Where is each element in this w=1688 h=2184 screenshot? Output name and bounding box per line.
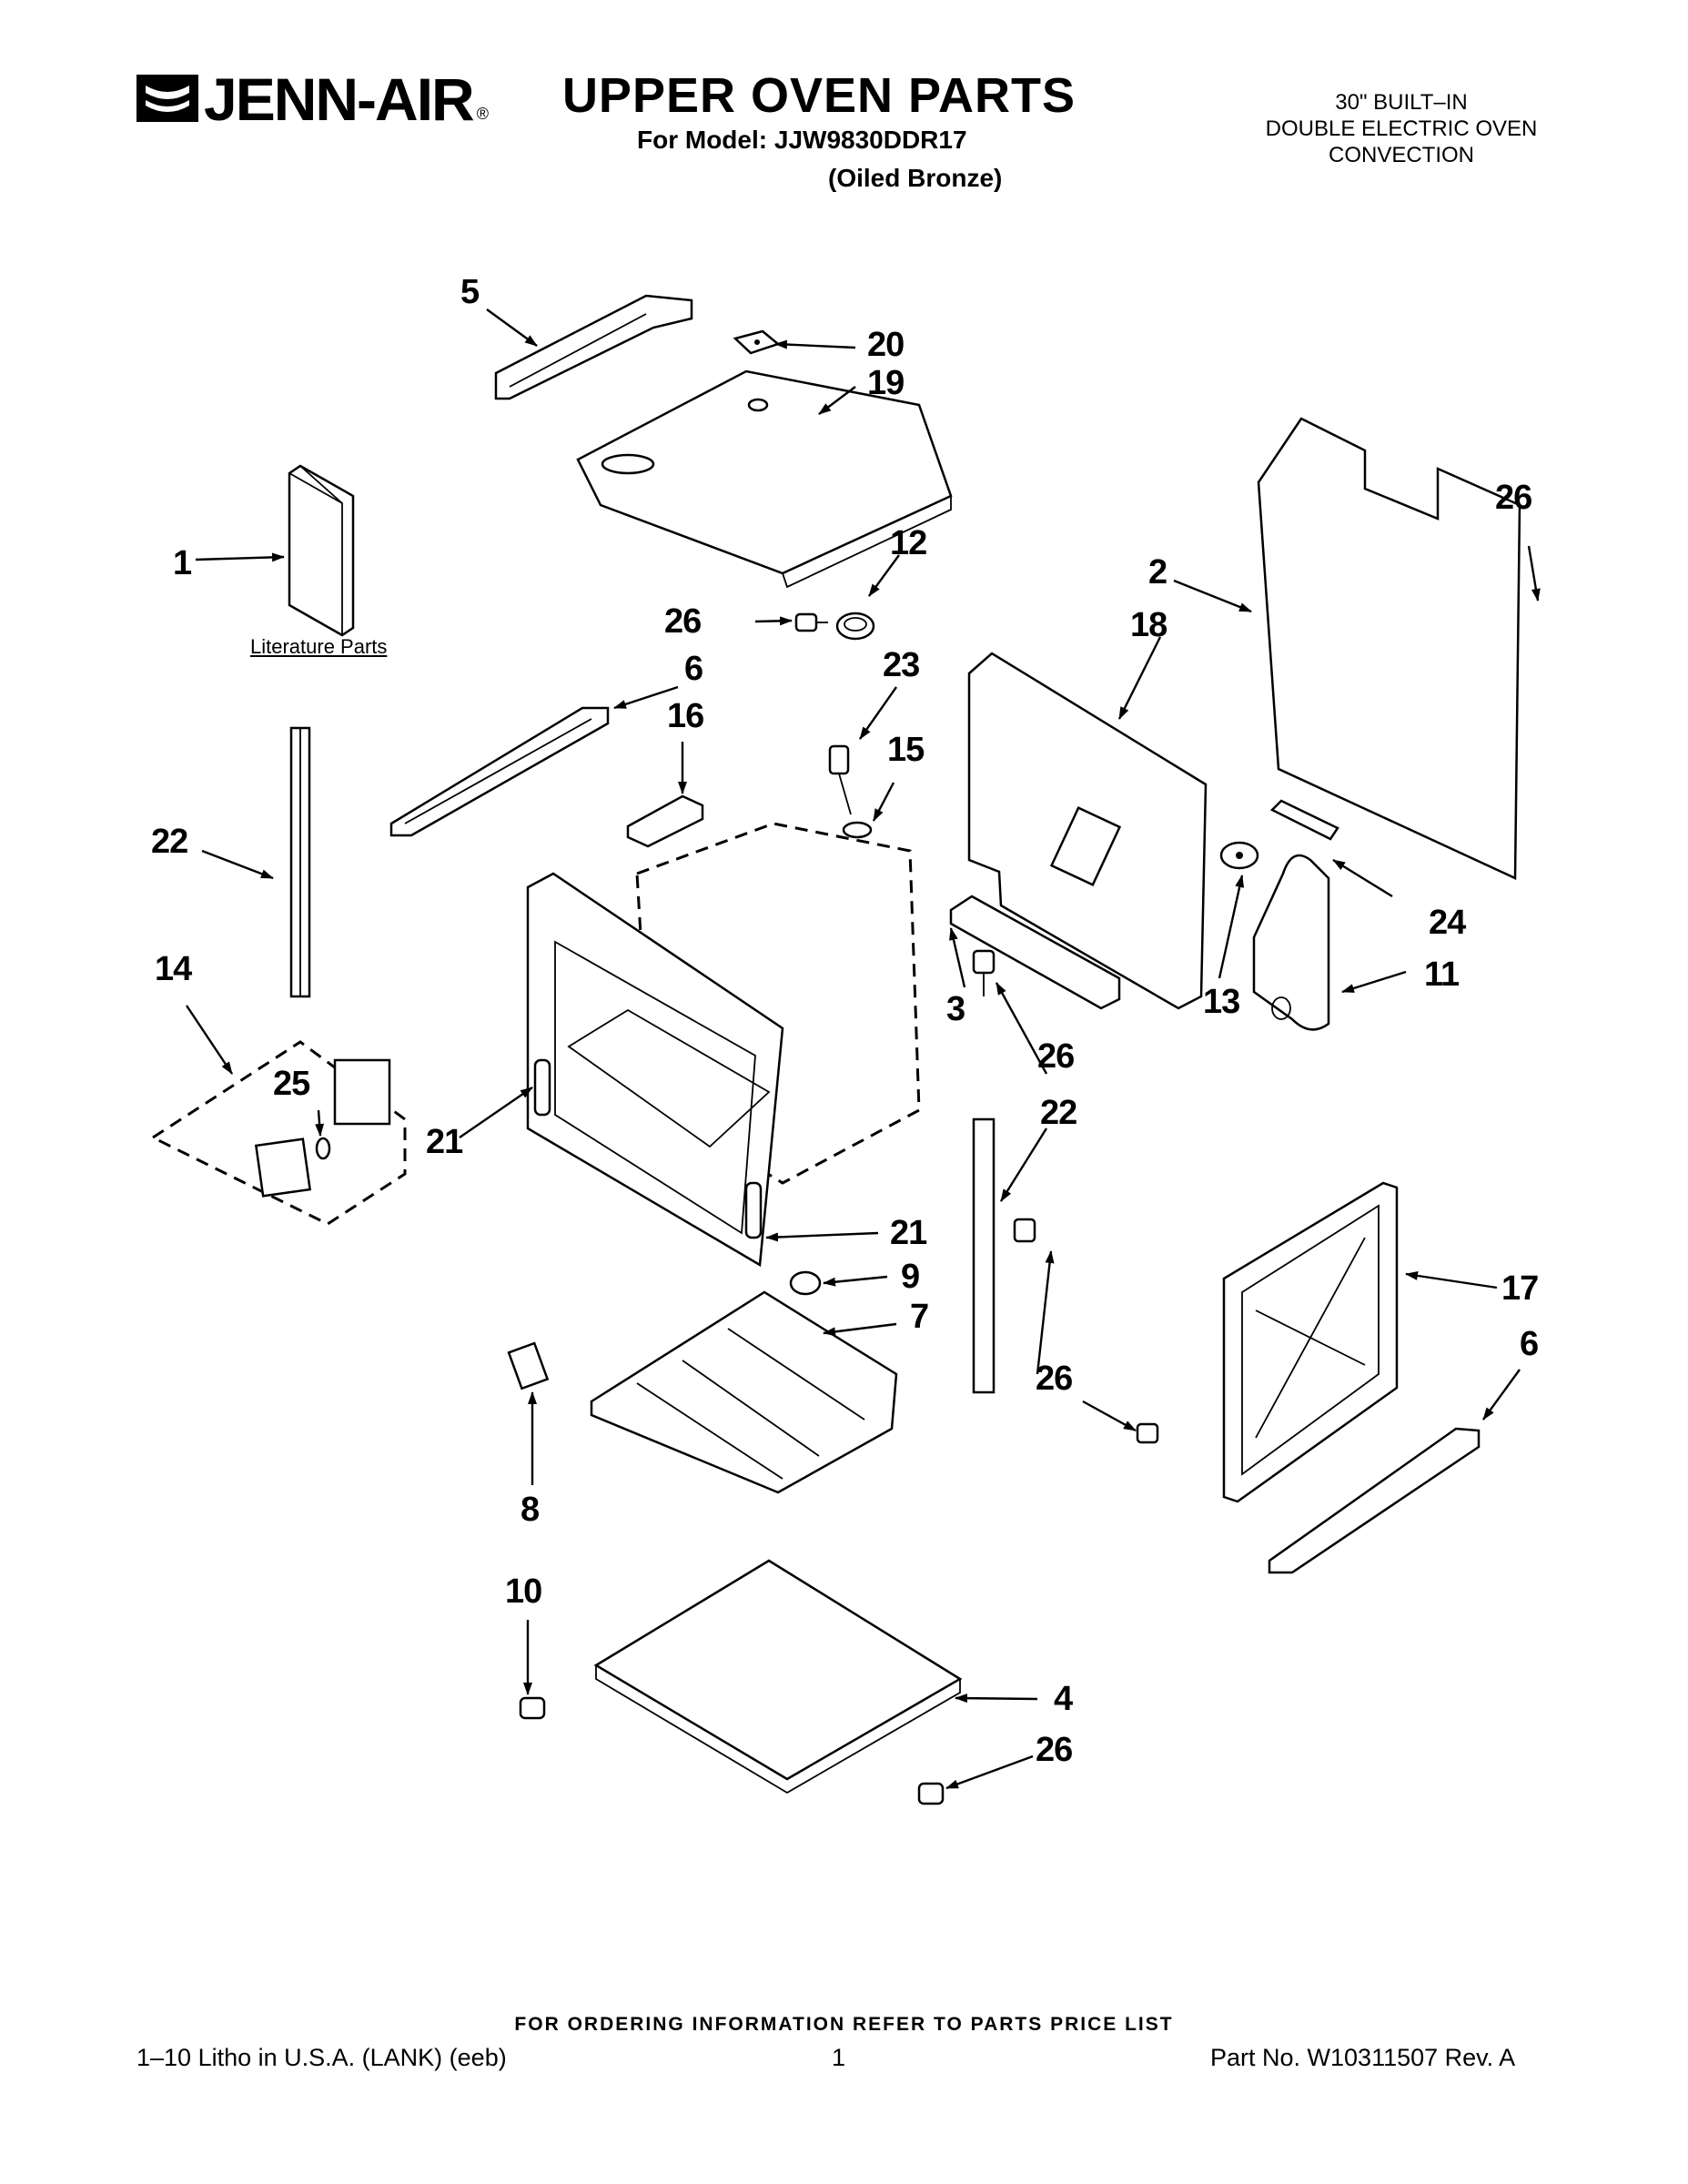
part-screw: [1013, 1218, 1036, 1243]
callout-8: 8: [521, 1491, 540, 1529]
callout-24: 24: [1429, 904, 1466, 942]
callout-9: 9: [901, 1258, 920, 1296]
product-description: 30" BUILT–IN DOUBLE ELECTRIC OVEN CONVEC…: [1219, 89, 1583, 168]
part-knob: [789, 1270, 822, 1296]
part-side-trim: [289, 726, 311, 998]
brand-mark-icon: [136, 75, 198, 122]
part-bottom-tray: [590, 1290, 898, 1494]
callout-arrows: [186, 308, 1541, 1790]
part-screw: [1136, 1422, 1159, 1444]
model-line: For Model: JJW9830DDR17: [637, 126, 967, 154]
part-oven-cavity: [526, 822, 921, 1268]
part-mounting-bracket: [949, 895, 1121, 1010]
product-line: DOUBLE ELECTRIC OVEN: [1265, 116, 1538, 141]
callout-22: 22: [1040, 1094, 1077, 1132]
callout-21: 21: [890, 1214, 927, 1252]
part-screw: [519, 1696, 546, 1720]
part-screw: [794, 612, 828, 632]
part-side-trim: [972, 1117, 996, 1394]
callout-26: 26: [1495, 479, 1532, 517]
brand-logo: JENN-AIR®: [136, 62, 491, 135]
callout-16: 16: [667, 697, 704, 735]
litho-info: 1–10 Litho in U.S.A. (LANK) (eeb): [136, 2044, 507, 2071]
part-inner-door-frame: [1222, 1181, 1399, 1503]
callout-22: 22: [151, 823, 188, 861]
part-light-assembly: [149, 1040, 407, 1226]
callout-25: 25: [273, 1065, 310, 1103]
callout-17: 17: [1501, 1269, 1539, 1308]
callout-23: 23: [883, 646, 920, 684]
callout-19: 19: [867, 364, 905, 402]
brand-text: JENN-AIR: [204, 66, 475, 133]
ordering-info: FOR ORDERING INFORMATION REFER TO PARTS …: [514, 2014, 1174, 2035]
part-top-rail: [494, 294, 693, 400]
part-rack-rail: [1268, 1427, 1481, 1574]
page-title: UPPER OVEN PARTS: [561, 68, 1076, 123]
callout-7: 7: [910, 1298, 929, 1336]
callout-3: 3: [946, 990, 965, 1028]
part-heat-shield: [1252, 854, 1330, 1031]
callout-15: 15: [887, 731, 925, 769]
finish-line: (Oiled Bronze): [828, 164, 1003, 192]
part-thermostat: [1219, 841, 1259, 870]
part-literature: [288, 464, 355, 637]
part-door-latch-bracket: [626, 794, 704, 848]
callout-5: 5: [460, 273, 480, 311]
product-line: CONVECTION: [1328, 143, 1474, 167]
callout-6: 6: [684, 650, 703, 688]
callout-18: 18: [1130, 606, 1167, 644]
part-door-hinge: [744, 1181, 763, 1239]
callout-6: 6: [1520, 1325, 1539, 1363]
part-rack-rail: [389, 706, 610, 837]
part-number: Part No. W10311507 Rev. A: [1210, 2044, 1516, 2071]
callout-11: 11: [1424, 956, 1460, 994]
part-door-switch: [507, 1341, 550, 1390]
part-door-hinge: [533, 1058, 551, 1117]
callout-26: 26: [1036, 1731, 1073, 1769]
part-bottom-panel: [593, 1559, 963, 1795]
callout-4: 4: [1054, 1680, 1073, 1718]
part-screw: [972, 949, 996, 996]
part-center-back-panel: [967, 652, 1208, 1010]
part-vent-grille: [835, 612, 875, 641]
page-number: 1: [832, 2044, 846, 2071]
part-rear-cover: [1257, 417, 1521, 880]
callout-26: 26: [664, 602, 702, 641]
callout-1: 1: [173, 544, 192, 582]
part-retainer: [1269, 799, 1339, 841]
product-line: 30" BUILT–IN: [1335, 90, 1468, 115]
callout-20: 20: [867, 326, 905, 364]
callout-13: 13: [1203, 983, 1240, 1021]
part-top-panel: [576, 369, 953, 589]
part-screw: [917, 1782, 945, 1805]
callout-10: 10: [505, 1572, 542, 1611]
literature-parts-label: Literature Parts: [250, 635, 388, 658]
brand-registered-mark: ®: [476, 105, 489, 123]
part-temp-sensor: [828, 744, 873, 839]
callout-26: 26: [1036, 1360, 1073, 1398]
brand-name: JENN-AIR®: [204, 69, 489, 129]
callout-12: 12: [890, 524, 927, 562]
callout-2: 2: [1148, 553, 1167, 592]
callout-21: 21: [426, 1123, 463, 1161]
callout-14: 14: [155, 950, 192, 988]
part-small-bracket: [733, 329, 781, 355]
callout-26: 26: [1037, 1037, 1075, 1076]
